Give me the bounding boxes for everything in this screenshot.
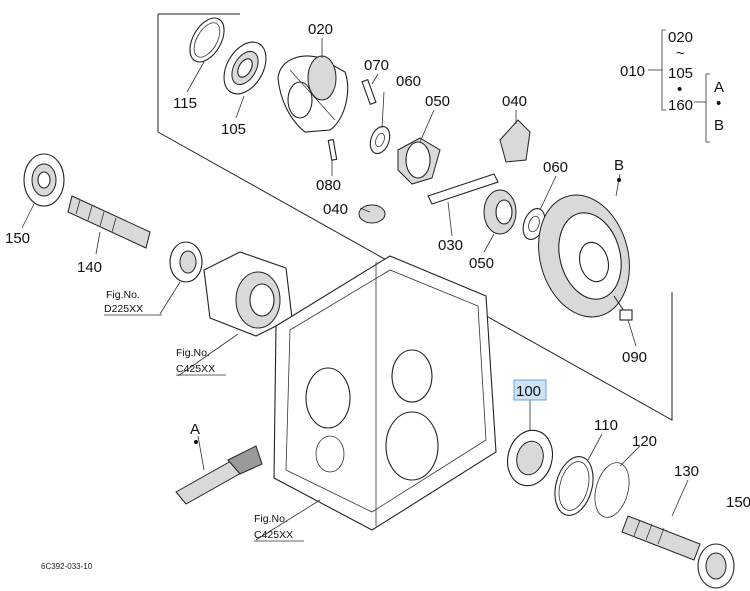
part-label-040-top[interactable]: 040 xyxy=(502,93,527,110)
marker-dot-B xyxy=(617,178,621,182)
part-label-B[interactable]: B xyxy=(614,157,624,174)
part-label-150-right[interactable]: 150 xyxy=(726,494,750,511)
part-label-A[interactable]: A xyxy=(190,421,200,438)
legend-range-bottom: 160 xyxy=(668,97,693,114)
washer-060-top-shape xyxy=(369,125,391,155)
part-label-120[interactable]: 120 xyxy=(632,433,657,450)
seal-115-shape xyxy=(189,17,225,63)
snap-ring-120-shape xyxy=(594,462,630,518)
spacer-110-shape xyxy=(554,456,594,516)
part-label-110[interactable]: 110 xyxy=(594,417,618,434)
bevel-gear-050-lower-shape xyxy=(483,189,517,235)
legend-range-sep: ~ xyxy=(676,45,685,62)
leader-lines xyxy=(21,38,689,541)
part-label-115[interactable]: 115 xyxy=(173,95,197,112)
part-label-150-left[interactable]: 150 xyxy=(5,230,30,247)
shaft-140-shape xyxy=(67,195,151,249)
legend-assembly-010[interactable]: 010 xyxy=(620,63,645,80)
part-label-050-lower[interactable]: 050 xyxy=(469,255,494,272)
part-label-020[interactable]: 020 xyxy=(308,21,333,38)
pinion-040-left-shape xyxy=(358,204,386,224)
fig-ref-1-label: Fig.No. xyxy=(106,289,140,301)
part-label-060-right[interactable]: 060 xyxy=(543,159,568,176)
bolt-090-shape xyxy=(613,295,633,321)
part-label-130[interactable]: 130 xyxy=(674,463,699,480)
legend-ref-dot: • xyxy=(716,95,721,112)
part-label-140[interactable]: 140 xyxy=(77,259,102,276)
ring-gear-B-shape xyxy=(538,194,630,318)
part-label-105[interactable]: 105 xyxy=(221,121,246,138)
fig-ref-1-code[interactable]: D225XX xyxy=(104,303,143,315)
fig-ref-2-label: Fig.No. xyxy=(176,347,210,359)
part-label-080[interactable]: 080 xyxy=(316,177,341,194)
drive-pinion-A-shape xyxy=(175,445,263,505)
transmission-case-shape xyxy=(273,255,497,531)
legend-ref-b: B xyxy=(714,117,724,134)
bevel-gear-050-top-shape xyxy=(397,137,441,185)
pin-080-shape xyxy=(327,138,338,161)
part-label-060-top[interactable]: 060 xyxy=(396,73,421,90)
bearing-housing-shape xyxy=(203,251,293,337)
document-code: 6C392-033-10 xyxy=(41,562,93,571)
part-label-100[interactable]: 100 xyxy=(516,383,541,400)
bearing-100-shape xyxy=(506,429,554,487)
part-label-050-top[interactable]: 050 xyxy=(425,93,450,110)
marker-dot-A xyxy=(194,440,198,444)
part-label-030[interactable]: 030 xyxy=(438,237,463,254)
part-label-040-left[interactable]: 040 xyxy=(323,201,348,218)
legend-range-dot: • xyxy=(677,81,682,98)
pinion-040-top-shape xyxy=(499,119,531,163)
part-label-090[interactable]: 090 xyxy=(622,349,647,366)
legend-bracket xyxy=(648,29,710,143)
coupler-shape xyxy=(169,241,203,283)
highlight-part-100 xyxy=(513,379,547,401)
shaft-130-shape xyxy=(621,515,701,561)
fig-ref-2-code[interactable]: C425XX xyxy=(176,363,215,375)
part-label-070[interactable]: 070 xyxy=(364,57,389,74)
fig-ref-3-label: Fig.No. xyxy=(254,513,288,525)
bearing-150-left-shape xyxy=(23,153,65,207)
differential-case-020-shape xyxy=(277,55,349,133)
pin-070-shape xyxy=(361,78,377,106)
shaft-030-shape xyxy=(427,173,499,205)
legend-range-top: 020 xyxy=(668,29,693,46)
fig-ref-3-code[interactable]: C425XX xyxy=(254,529,293,541)
legend-ref-a: A xyxy=(714,79,724,96)
bearing-105-shape xyxy=(223,41,267,95)
legend-range-mid: 105 xyxy=(668,65,693,82)
bearing-150-right-shape xyxy=(697,543,735,589)
